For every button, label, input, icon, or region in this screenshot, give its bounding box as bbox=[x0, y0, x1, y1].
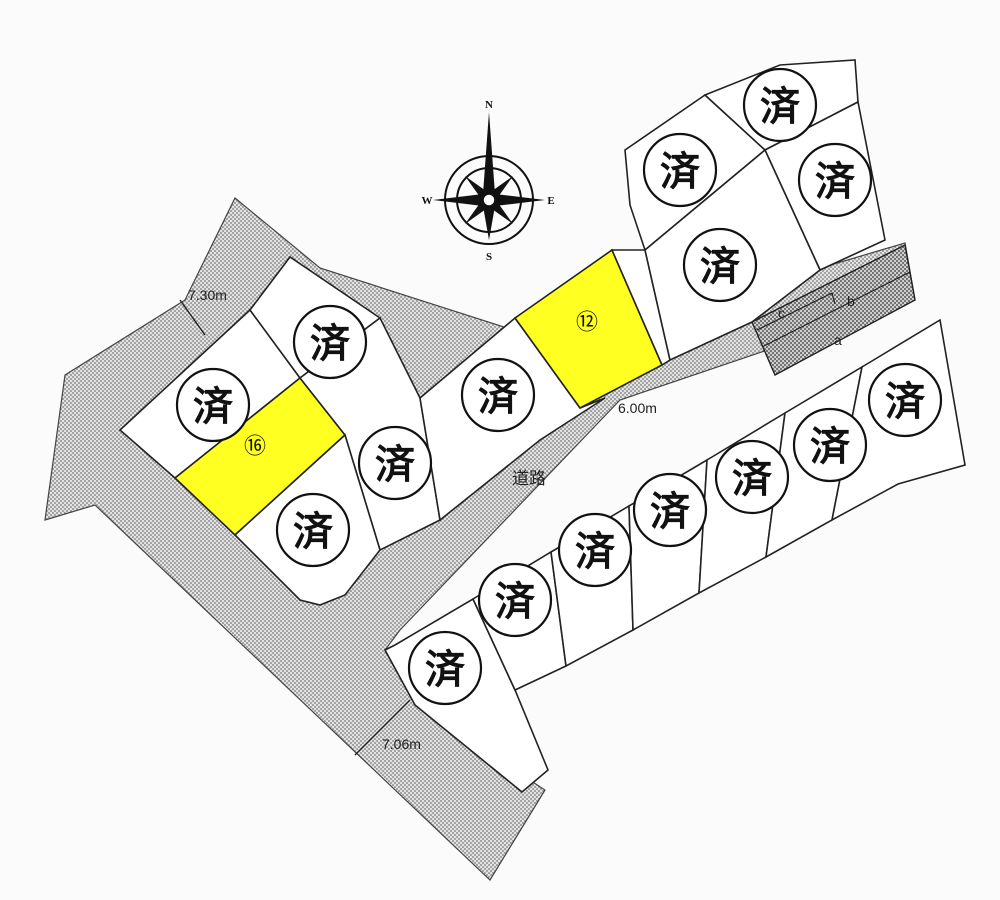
sold-mark-text: 済 bbox=[293, 509, 334, 555]
sold-mark-circle bbox=[642, 132, 718, 208]
compass-e: E bbox=[547, 195, 554, 207]
compass-n: N bbox=[485, 99, 493, 111]
sold-mark: 済 bbox=[714, 439, 790, 515]
sold-mark-circle bbox=[175, 367, 251, 443]
sold-mark: 済 bbox=[557, 512, 633, 588]
sold-mark: 済 bbox=[275, 492, 351, 568]
sold-mark-circle bbox=[292, 304, 368, 380]
lot-number-16: ⑯ bbox=[244, 435, 266, 460]
lot-number-12: ⑫ bbox=[576, 311, 598, 336]
sold-mark: 済 bbox=[477, 562, 553, 638]
sold-mark-text: 済 bbox=[885, 379, 926, 425]
sold-mark-circle bbox=[357, 425, 433, 501]
sold-mark: 済 bbox=[460, 357, 536, 433]
compass-rose-icon: N S E W bbox=[422, 99, 555, 263]
sold-mark-text: 済 bbox=[310, 321, 351, 367]
parcel-label-b: b bbox=[847, 293, 855, 309]
sold-mark-circle bbox=[460, 357, 536, 433]
sold-mark-circle bbox=[792, 407, 868, 483]
sold-mark-text: 済 bbox=[660, 149, 701, 195]
sold-mark-text: 済 bbox=[575, 529, 616, 575]
road-width-label: 7.30m bbox=[188, 287, 227, 303]
sold-mark-text: 済 bbox=[700, 244, 741, 290]
sold-mark-text: 済 bbox=[650, 489, 691, 535]
sold-mark: 済 bbox=[792, 407, 868, 483]
sold-mark-circle bbox=[682, 227, 758, 303]
sold-mark: 済 bbox=[742, 67, 818, 143]
road-label: 道路 bbox=[512, 469, 546, 489]
sold-mark-circle bbox=[632, 472, 708, 548]
sold-mark-text: 済 bbox=[810, 424, 851, 470]
sold-mark: 済 bbox=[797, 142, 873, 218]
sold-mark-text: 済 bbox=[193, 384, 234, 430]
sold-mark: 済 bbox=[175, 367, 251, 443]
sold-mark: 済 bbox=[642, 132, 718, 208]
sold-mark-circle bbox=[275, 492, 351, 568]
sold-mark-circle bbox=[797, 142, 873, 218]
sold-mark: 済 bbox=[407, 630, 483, 706]
sold-mark-circle bbox=[407, 630, 483, 706]
sold-mark-text: 済 bbox=[815, 159, 856, 205]
sold-mark-text: 済 bbox=[495, 579, 536, 625]
parcel-label-c: c bbox=[778, 305, 785, 321]
sold-mark-circle bbox=[557, 512, 633, 588]
sold-mark: 済 bbox=[632, 472, 708, 548]
sold-mark: 済 bbox=[867, 362, 943, 438]
sold-mark: 済 bbox=[357, 425, 433, 501]
sold-mark-text: 済 bbox=[375, 442, 416, 488]
sold-mark-text: 済 bbox=[760, 84, 801, 130]
sold-mark: 済 bbox=[682, 227, 758, 303]
sold-mark-circle bbox=[477, 562, 553, 638]
compass-w: W bbox=[422, 195, 433, 207]
road-width-label: 7.06m bbox=[382, 736, 421, 752]
sold-mark-circle bbox=[867, 362, 943, 438]
compass-s: S bbox=[486, 251, 492, 263]
sold-mark-text: 済 bbox=[732, 456, 773, 502]
sold-mark-circle bbox=[742, 67, 818, 143]
parcel-label-a: a bbox=[834, 332, 842, 348]
sold-mark-circle bbox=[714, 439, 790, 515]
private-road-parcel bbox=[751, 243, 916, 376]
sold-mark: 済 bbox=[292, 304, 368, 380]
sold-mark-text: 済 bbox=[478, 374, 519, 420]
road-width-label: 6.00m bbox=[618, 400, 657, 416]
sold-mark-text: 済 bbox=[425, 647, 466, 693]
